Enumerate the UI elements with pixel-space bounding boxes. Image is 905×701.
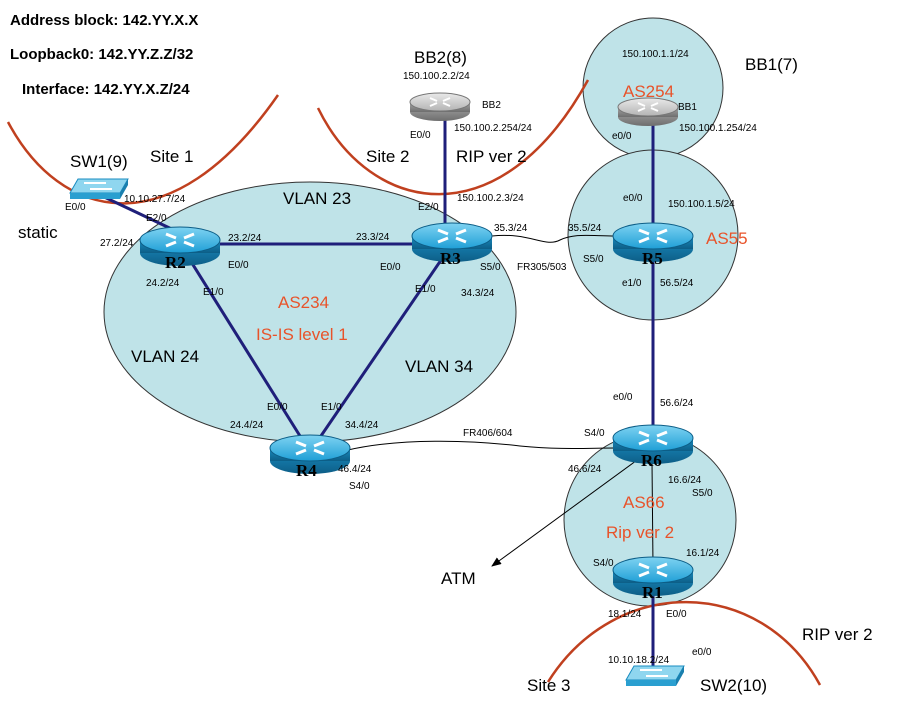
r1-18: 18.1/24 bbox=[608, 609, 642, 620]
r2-e20: E2/0 bbox=[146, 213, 167, 224]
link-r6-r1 bbox=[651, 461, 654, 567]
r4-e10: E1/0 bbox=[321, 402, 342, 413]
r3-name: R3 bbox=[440, 249, 461, 268]
r4-34: 34.4/24 bbox=[345, 420, 379, 431]
site2-boundary bbox=[316, 79, 590, 196]
link-r2-r4 bbox=[178, 243, 312, 453]
as66-label: AS66 bbox=[623, 493, 665, 512]
vlan23-label: VLAN 23 bbox=[283, 189, 351, 208]
r2-name: R2 bbox=[165, 253, 186, 272]
bb1-name: BB1 bbox=[678, 102, 697, 113]
r3-35: 35.3/24 bbox=[494, 223, 528, 234]
r6-name: R6 bbox=[641, 451, 662, 470]
r5-e00: e0/0 bbox=[623, 193, 643, 204]
sw2-e00: e0/0 bbox=[692, 647, 712, 658]
as55-label: AS55 bbox=[706, 229, 748, 248]
bb1-ip: 150.100.1.1/24 bbox=[622, 49, 689, 60]
r5-56: 56.5/24 bbox=[660, 278, 694, 289]
bb1-label: BB1(7) bbox=[745, 55, 798, 74]
fr305-label: FR305/503 bbox=[517, 262, 567, 273]
r1-name: R1 bbox=[642, 583, 663, 602]
r6-s40: S4/0 bbox=[584, 428, 605, 439]
vlan24-label: VLAN 24 bbox=[131, 347, 199, 366]
r2-27: 27.2/24 bbox=[100, 238, 134, 249]
r5-name: R5 bbox=[642, 249, 663, 268]
r5-35: 35.5/24 bbox=[568, 223, 602, 234]
sw2-ip: 10.10.18.2/24 bbox=[608, 655, 670, 666]
link-r3-r5-frame-relay bbox=[491, 234, 616, 243]
bb2-name: BB2 bbox=[482, 100, 501, 111]
bb1-router[interactable] bbox=[617, 97, 679, 127]
sw1-label: SW1(9) bbox=[70, 152, 128, 171]
r1-e00: E0/0 bbox=[666, 609, 687, 620]
r3-e20: E2/0 bbox=[418, 202, 439, 213]
bb2-ip: 150.100.2.2/24 bbox=[403, 71, 470, 82]
as234-label: AS234 bbox=[278, 293, 329, 312]
r4-e00: E0/0 bbox=[267, 402, 288, 413]
r2-24: 24.2/24 bbox=[146, 278, 180, 289]
loopback-label: Loopback0: 142.YY.Z.Z/32 bbox=[10, 46, 193, 63]
r1-16: 16.1/24 bbox=[686, 548, 720, 559]
r5-15: 150.100.1.5/24 bbox=[668, 199, 735, 210]
link-r4-r6-frame-relay bbox=[347, 440, 616, 451]
r2-23: 23.2/24 bbox=[228, 233, 262, 244]
static-label: static bbox=[18, 223, 58, 242]
bb2-label: BB2(8) bbox=[414, 48, 467, 67]
sw1-ip: 10.10.27.7/24 bbox=[124, 194, 186, 205]
sw2-label: SW2(10) bbox=[700, 676, 767, 695]
site3-label: Site 3 bbox=[527, 676, 570, 695]
r4-name: R4 bbox=[296, 461, 317, 480]
r3-23: 23.3/24 bbox=[356, 232, 390, 243]
sw1-e00: E0/0 bbox=[65, 202, 86, 213]
link-sw1-r2 bbox=[99, 193, 179, 234]
as66-rip-label: Rip ver 2 bbox=[606, 523, 674, 542]
r3-s50: S5/0 bbox=[480, 262, 501, 273]
r5-s50: S5/0 bbox=[583, 254, 604, 265]
interface-label: Interface: 142.YY.X.Z/24 bbox=[22, 81, 190, 98]
isis-label: IS-IS level 1 bbox=[256, 325, 348, 344]
r6-e00: e0/0 bbox=[613, 392, 633, 403]
site1-label: Site 1 bbox=[150, 147, 193, 166]
bb2-254: 150.100.2.254/24 bbox=[454, 123, 532, 134]
site1-boundary bbox=[6, 94, 280, 205]
fr406-label: FR406/604 bbox=[463, 428, 513, 439]
r3-bb2-link: 150.100.2.3/24 bbox=[457, 193, 524, 204]
bb1-e00: e0/0 bbox=[612, 131, 632, 142]
address-block-label: Address block: 142.YY.X.X bbox=[10, 12, 198, 29]
site3-boundary bbox=[546, 600, 822, 686]
r4-s40: S4/0 bbox=[349, 481, 370, 492]
atm-label: ATM bbox=[441, 569, 476, 588]
vlan34-label: VLAN 34 bbox=[405, 357, 473, 376]
r6-s50: S5/0 bbox=[692, 488, 713, 499]
r3-e10: E1/0 bbox=[415, 284, 436, 295]
bb2-e00: E0/0 bbox=[410, 130, 431, 141]
bb1-254: 150.100.1.254/24 bbox=[679, 123, 757, 134]
atm-arrow bbox=[491, 457, 641, 567]
sw1-switch[interactable] bbox=[69, 178, 129, 200]
site2-label: Site 2 bbox=[366, 147, 409, 166]
r1-s40: S4/0 bbox=[593, 558, 614, 569]
r2-e00: E0/0 bbox=[228, 260, 249, 271]
r2-e10: E1/0 bbox=[203, 287, 224, 298]
r6-16: 16.6/24 bbox=[668, 475, 702, 486]
r6-46: 46.6/24 bbox=[568, 464, 602, 475]
rip-site3-label: RIP ver 2 bbox=[802, 625, 873, 644]
r6-56: 56.6/24 bbox=[660, 398, 694, 409]
sw2-switch[interactable] bbox=[625, 665, 685, 687]
bb2-router[interactable] bbox=[409, 92, 471, 122]
r4-24: 24.4/24 bbox=[230, 420, 264, 431]
r5-e10: e1/0 bbox=[622, 278, 642, 289]
link-r3-r4 bbox=[308, 243, 454, 453]
r3-34: 34.3/24 bbox=[461, 288, 495, 299]
rip-site2-label: RIP ver 2 bbox=[456, 147, 527, 166]
as254-label: AS254 bbox=[623, 82, 674, 101]
r3-e00: E0/0 bbox=[380, 262, 401, 273]
r4-46: 46.4/24 bbox=[338, 464, 372, 475]
